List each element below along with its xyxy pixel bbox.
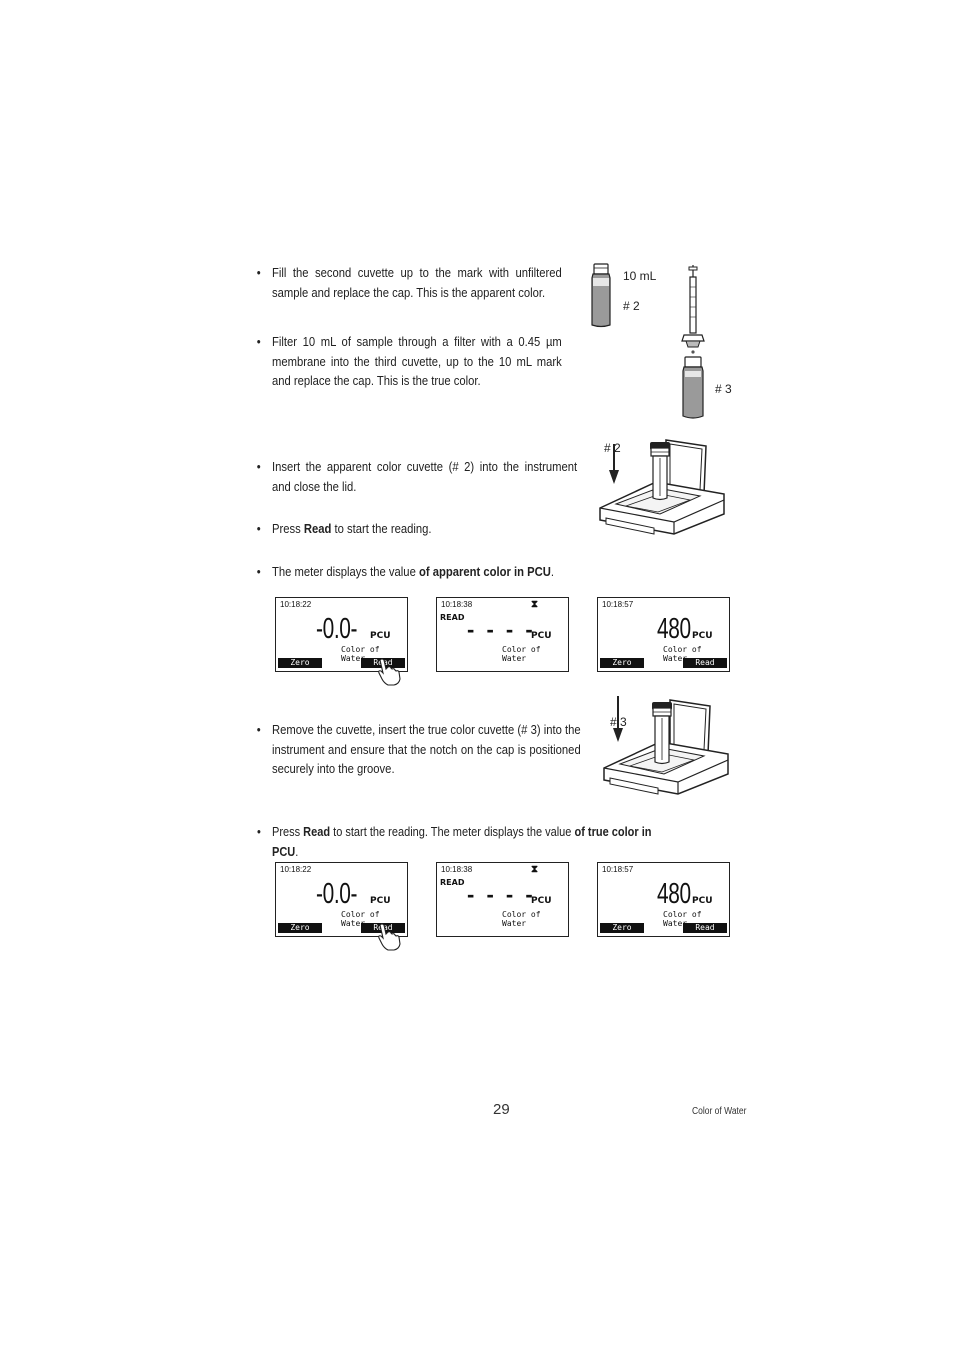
cuvette-3-label: # 3 [715,382,732,396]
insert-cuvette-2-label: # 2 [604,441,621,455]
step-text-mid: to start the reading. The meter displays… [330,825,575,839]
step-text: Remove the cuvette, insert the true colo… [272,723,581,776]
step-fill-second-cuvette: • Fill the second cuvette up to the mark… [257,264,562,303]
hourglass-icon: ⧗ [531,599,539,610]
step-text-pre: The meter displays the value [272,565,419,579]
display-value: 480 [657,613,691,645]
display-time: 10:18:57 [602,865,634,874]
display-mode: READ [440,878,465,887]
pointing-hand-icon [378,658,401,686]
step-text-pre: Press [272,522,304,536]
step-press-read-1: • Press Read to start the reading. [257,520,577,540]
display-parameter: Color of Water [341,910,380,928]
section-title: Color of Water [692,1106,747,1117]
display-unit: PCU [370,896,391,906]
display-unit: PCU [692,896,713,906]
display-parameter: Color of Water [502,645,541,663]
display-time: 10:18:38 [441,865,473,874]
step-meter-displays-apparent: • The meter displays the value of appare… [257,563,577,583]
cuvette-2-illustration [591,263,611,328]
true-color-emphasis: of true color in PCU [272,825,652,859]
zero-softkey[interactable]: Zero [600,658,644,668]
read-softkey[interactable]: Read [683,658,727,668]
meter-display-result: 10:18:57 480 PCU Color of Water Zero Rea… [597,862,730,937]
bullet: • [256,460,261,474]
read-key-label: Read [303,522,332,536]
page-number: 29 [493,1101,510,1118]
display-value: 480 [657,878,691,910]
step-insert-apparent-cuvette: • Insert the apparent color cuvette (# 2… [257,458,578,497]
step-text-post: m membrane into the third cuvette, up to… [272,335,562,388]
step-text-post: . [295,844,299,859]
display-mode: READ [440,613,465,622]
display-value: - - - - [467,617,536,642]
display-parameter: Color of Water [663,910,702,928]
display-unit: PCU [531,896,552,906]
read-key-label: Read [303,825,331,839]
zero-softkey[interactable]: Zero [278,923,322,933]
bullet: • [256,723,261,737]
bullet: • [256,565,261,579]
step-text: Insert the apparent color cuvette (# 2) … [272,460,578,494]
display-unit: PCU [370,631,391,641]
step-text-pre: Press [272,825,304,839]
step-text-post: . [550,565,554,579]
display-time: 10:18:38 [441,600,473,609]
display-value: - - - - [467,882,536,907]
bullet: • [257,825,261,839]
display-value: -0.0- [316,878,358,910]
syringe-filter-illustration [681,265,705,419]
step-insert-true-cuvette: • Remove the cuvette, insert the true co… [257,721,581,780]
meter-display-result: 10:18:57 480 PCU Color of Water Zero Rea… [597,597,730,672]
display-parameter: Color of Water [663,645,702,663]
meter-display-reading: 10:18:38 READ ⧗ - - - - PCU Color of Wat… [436,597,569,672]
step-text: Fill the second cuvette up to the mark w… [272,266,562,300]
display-unit: PCU [692,631,713,641]
hourglass-icon: ⧗ [531,864,539,875]
instrument-insert-cuvette-2 [599,439,725,535]
meter-display-reading: 10:18:38 READ ⧗ - - - - PCU Color of Wat… [436,862,569,937]
display-parameter: Color of Water [502,910,541,928]
display-value: -0.0- [316,613,358,645]
read-softkey[interactable]: Read [683,923,727,933]
apparent-color-emphasis: of apparent color in PCU [418,565,551,579]
bullet: • [256,335,261,349]
step-filter-sample: • Filter 10 mL of sample through a filte… [257,333,562,392]
display-unit: PCU [531,631,552,641]
bullet: • [256,266,261,280]
display-time: 10:18:22 [280,865,312,874]
instrument-insert-cuvette-3 [603,696,729,795]
volume-label: 10 mL [623,269,657,283]
step-text-pre: Filter 10 mL of sample through a filter … [272,335,546,349]
cuvette-2-label: # 2 [623,299,640,313]
step-press-read-2: • Press Read to start the reading. The m… [257,823,677,862]
zero-softkey[interactable]: Zero [600,923,644,933]
zero-softkey[interactable]: Zero [278,658,322,668]
step-text-post: to start the reading. [331,522,432,536]
pointing-hand-icon [378,923,401,951]
display-time: 10:18:22 [280,600,312,609]
display-time: 10:18:57 [602,600,634,609]
display-parameter: Color of Water [341,645,380,663]
bullet: • [256,522,261,536]
micro-symbol: µ [545,335,553,349]
